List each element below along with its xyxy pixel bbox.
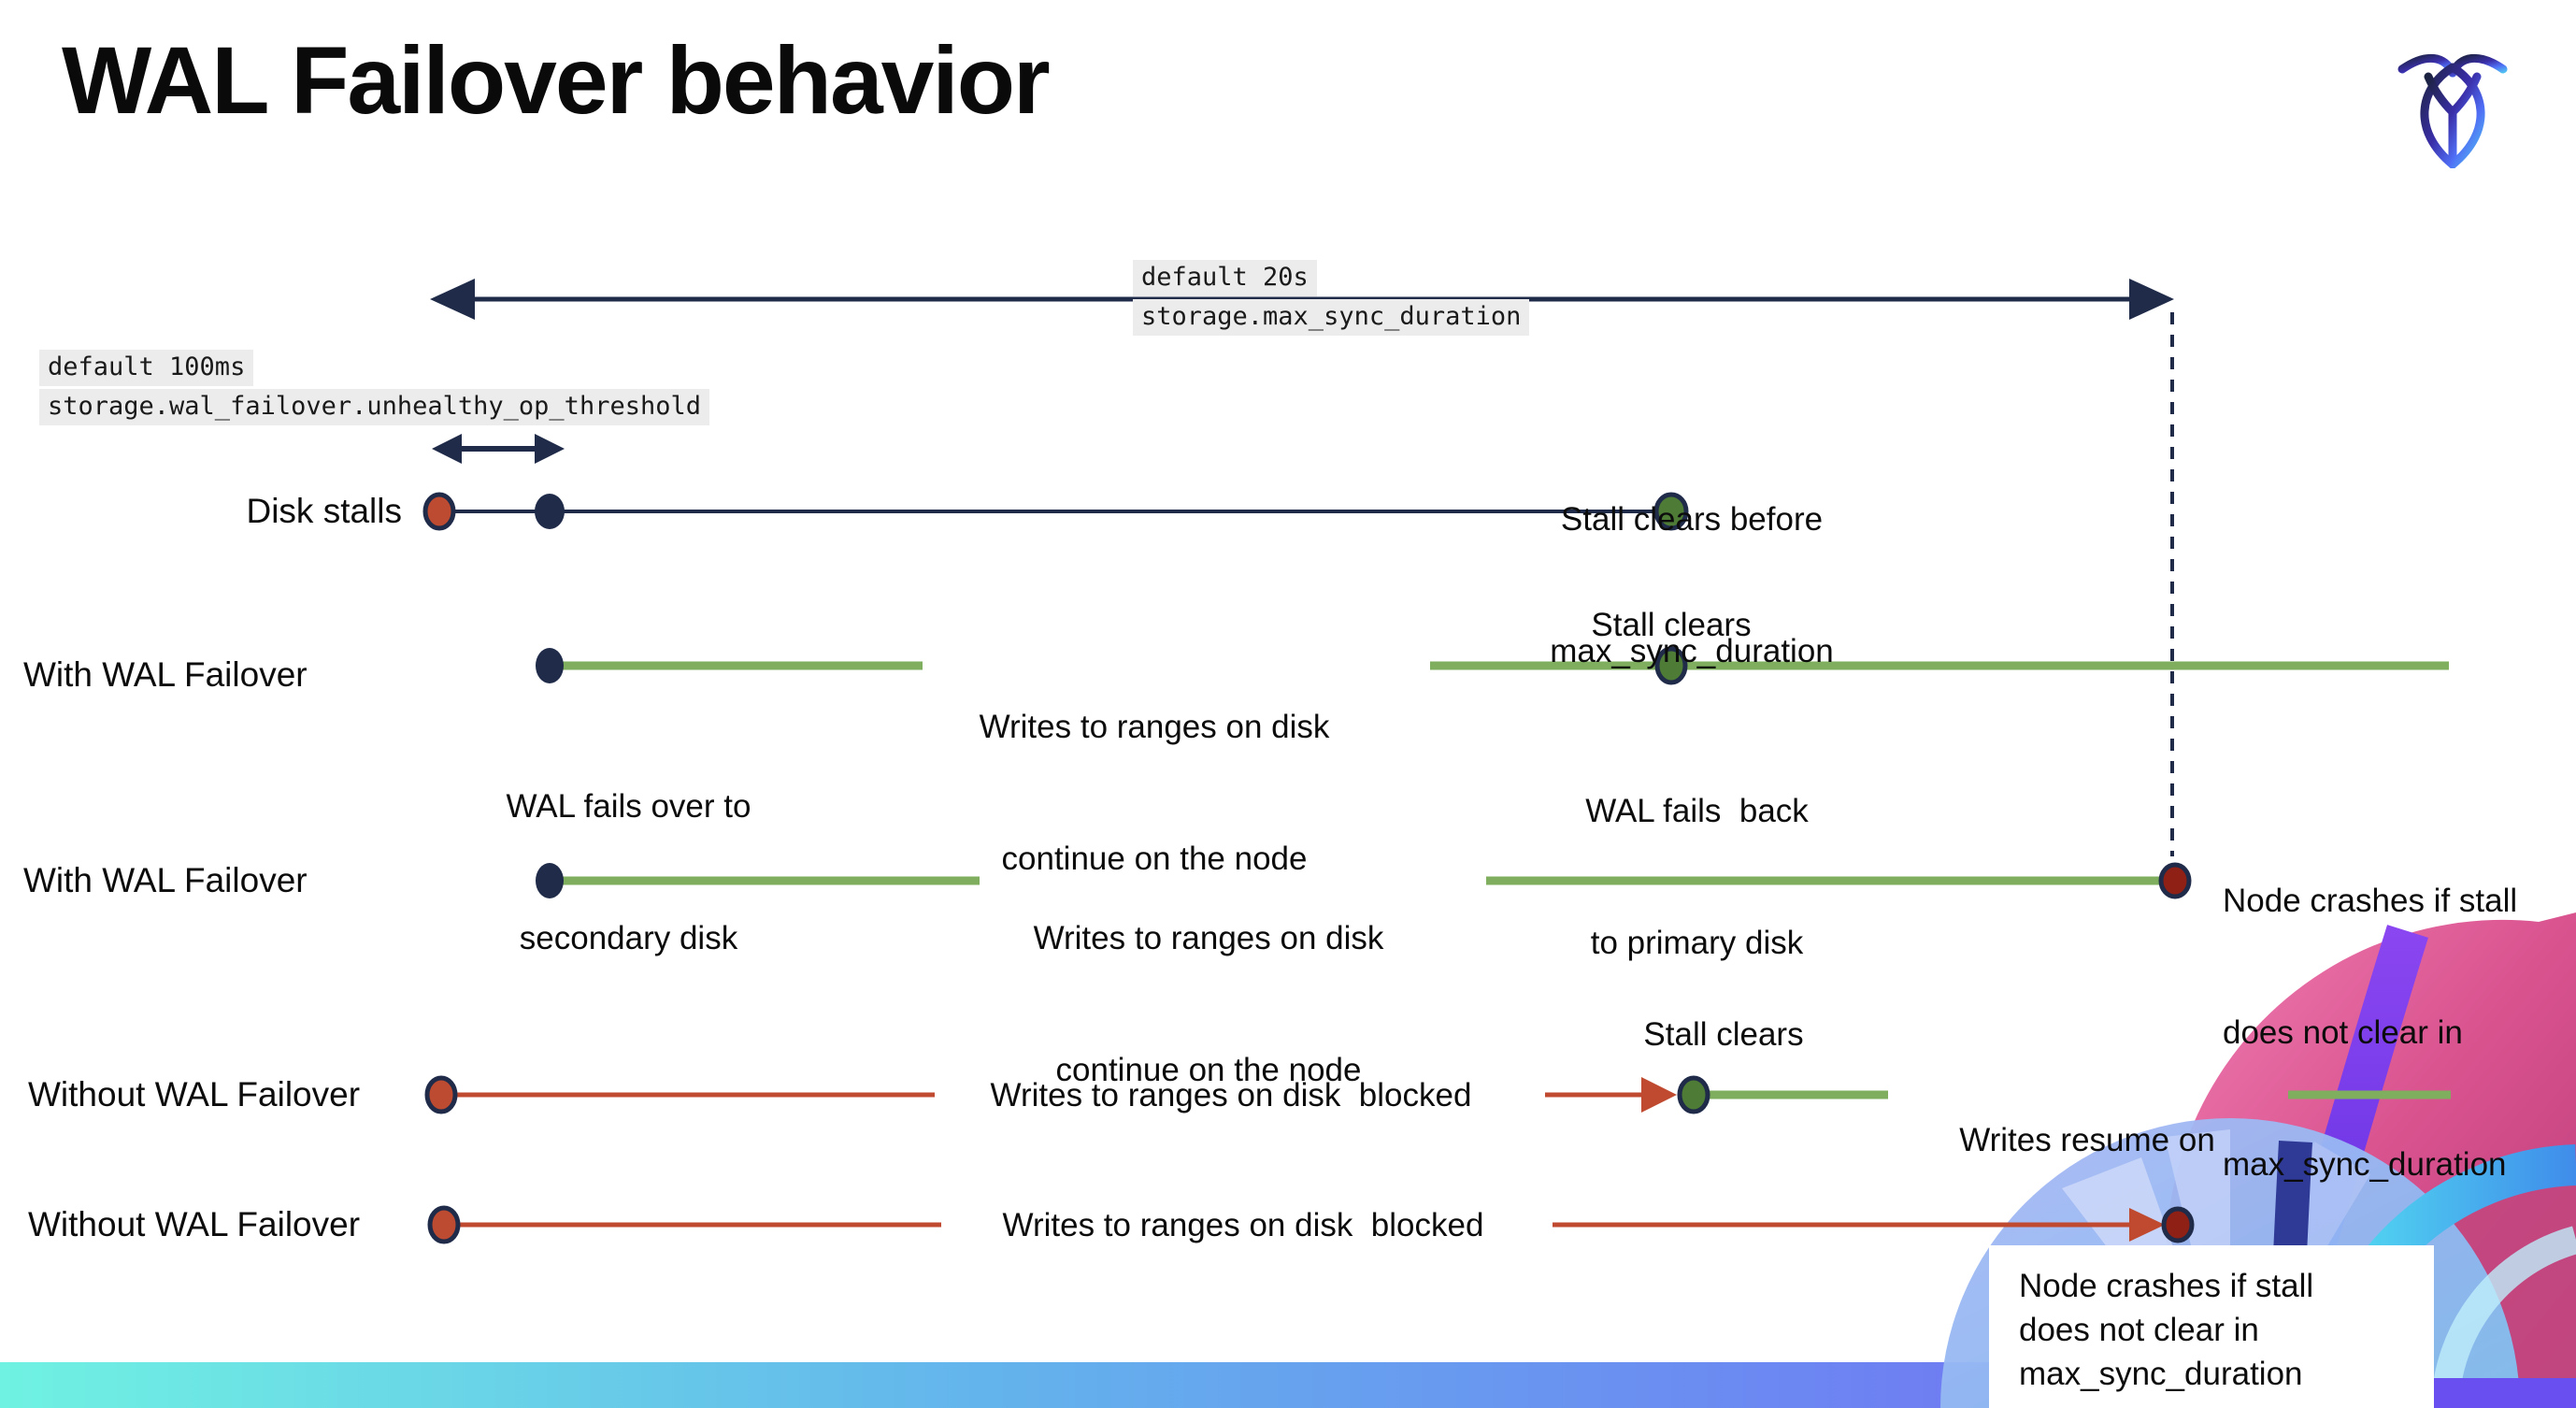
annotation-stall-clears-row4: Stall clears [1643, 1016, 1804, 1053]
stall-clears-dot [1677, 1075, 1710, 1114]
logo-veins [2424, 72, 2482, 168]
crash-dot [2158, 862, 2192, 899]
annotation-node-crashes-row5: Node crashes if stall does not clear in … [1989, 1245, 2434, 1408]
stall-start-dot [422, 492, 456, 531]
stall-clears-dot [1653, 492, 1689, 531]
annotation-line: WAL fails over to [506, 788, 751, 825]
setting-default-value: default 100ms [39, 350, 254, 386]
timeline-row-without-failover-crash [427, 1205, 2195, 1244]
annotation-line: Writes to ranges on disk [1033, 920, 1384, 956]
stall-clears-dot [1654, 646, 1688, 685]
arrowhead-right [535, 434, 565, 464]
arrowhead-right [2129, 1208, 2165, 1242]
setting-unhealthy-op-threshold: default 100ms storage.wal_failover.unhea… [39, 350, 709, 428]
annotation-line: WAL fails back [1585, 793, 1809, 829]
annotation-line: max_sync_duration [1550, 633, 1834, 669]
annotation-line: Node crashes if stall [2019, 1268, 2314, 1304]
annotation-line: does not clear in [2223, 1014, 2463, 1051]
annotation-line: does not clear in [2019, 1312, 2259, 1348]
annotation-stall-clears-before: Stall clears before max_sync_duration [1486, 409, 1897, 761]
annotation-line: max_sync_duration [2223, 1146, 2507, 1183]
annotation-line: max_sync_duration [2019, 1356, 2303, 1392]
annotation-line: Writes resume on [1959, 1122, 2215, 1158]
setting-max-sync-duration: default 20s storage.max_sync_duration [1133, 260, 1530, 338]
setting-name: storage.max_sync_duration [1133, 299, 1530, 336]
stall-start-dot [424, 1075, 458, 1114]
annotation-wal-fails-back: WAL fails back to primary disk [1494, 701, 1900, 1053]
cockroachdb-logo-icon [2397, 53, 2508, 168]
annotation-writes-continue-row2: Writes to ranges on disk continue on the… [939, 617, 1369, 969]
row-label-disk-stalls: Disk stalls [246, 492, 402, 530]
annotation-line: Node crashes if stall [2223, 883, 2518, 919]
arrowhead-right [2129, 279, 2174, 320]
annotation-line: to primary disk [1590, 925, 1804, 961]
annotation-line: Stall clears before [1560, 501, 1824, 538]
arrowhead-left [432, 434, 462, 464]
row-label-without-wal-failover-2: Without WAL Failover [28, 1205, 361, 1243]
stall-start-dot [427, 1205, 461, 1244]
setting-default-value: default 20s [1133, 260, 1317, 296]
annotation-wal-fails-over: WAL fails over to secondary disk [425, 697, 832, 1048]
art-cyan-arc [2431, 1226, 2576, 1408]
annotation-writes-blocked-row5: Writes to ranges on disk blocked [1002, 1207, 1484, 1243]
annotation-line: secondary disk [519, 920, 738, 956]
annotation-line: continue on the node [1055, 1052, 1362, 1088]
failover-dot [536, 648, 564, 683]
timeline-row-with-failover-crash [536, 862, 2192, 899]
annotation-stall-clears-row2: Stall clears [1591, 607, 1752, 643]
crash-dot [2161, 1206, 2195, 1243]
annotation-node-crashes-row3: Node crashes if stall does not clear in … [2223, 791, 2569, 1274]
annotation-writes-continue-row3: Writes to ranges on disk continue on the… [994, 828, 1424, 1180]
row-label-with-wal-failover-2: With WAL Failover [23, 861, 308, 899]
timeline-row-without-failover-clears [424, 1075, 2451, 1114]
arrowhead-right [1641, 1077, 1677, 1113]
timeline-row-with-failover-clears [536, 646, 2449, 685]
threshold-dot [535, 494, 565, 529]
failover-dot [536, 863, 564, 898]
row-label-with-wal-failover-1: With WAL Failover [23, 655, 308, 694]
annotation-writes-blocked-row4: Writes to ranges on disk blocked [990, 1077, 1472, 1113]
unhealthy-op-threshold-arrow [432, 434, 565, 464]
page-title: WAL Failover behavior [62, 27, 1051, 134]
setting-name: storage.wal_failover.unhealthy_op_thresh… [39, 389, 709, 425]
annotation-line: continue on the node [1001, 840, 1308, 877]
row-label-without-wal-failover-1: Without WAL Failover [28, 1075, 361, 1113]
arrowhead-left [430, 279, 475, 320]
annotation-line: Writes to ranges on disk [979, 709, 1330, 745]
timeline-row-disk-stalls [422, 492, 1689, 531]
